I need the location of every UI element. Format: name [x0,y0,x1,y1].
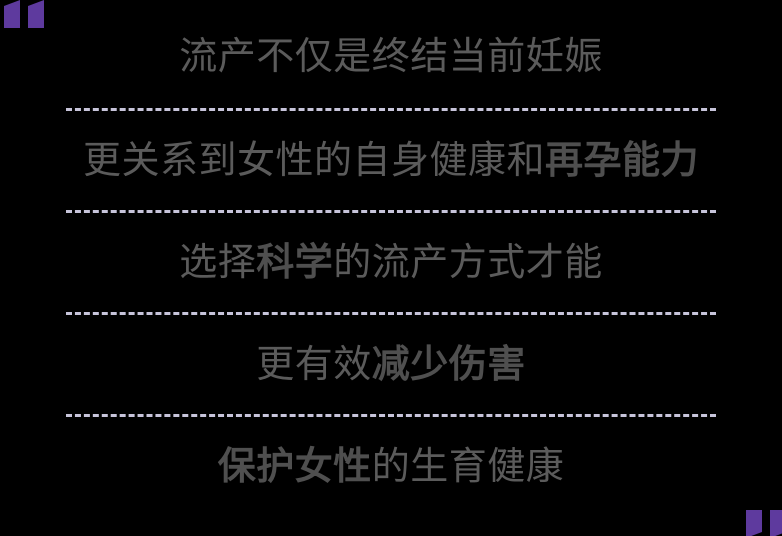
quote-segment: 流产不仅是终结当前妊娠 [179,34,603,79]
divider-rule [66,210,716,213]
divider-rule [66,312,716,315]
open-quote-icon [4,0,46,34]
quote-segment-emphasis: 科学 [256,239,334,284]
divider-rule [66,108,716,111]
quote-segment: 更关系到女性的自身健康和 [82,137,545,182]
quote-line-2-text: 更关系到女性的自身健康和再孕能力 [82,137,700,182]
quote-segment: 的生育健康 [371,443,565,488]
quote-line-3: 选择科学的流产方式才能 [0,221,782,304]
quote-line-4-text: 更有效减少伤害 [256,341,526,386]
quote-line-1-text: 流产不仅是终结当前妊娠 [179,34,603,79]
quote-segment: 更有效 [256,341,372,386]
quote-segment: 选择 [179,239,257,284]
quote-line-1: 流产不仅是终结当前妊娠 [0,14,782,100]
divider-2 [0,202,782,221]
close-quote-icon [744,504,782,536]
divider-3 [0,304,782,323]
quote-segment-emphasis: 再孕能力 [545,137,700,182]
quote-line-5: 保护女性的生育健康 [0,425,782,508]
divider-4 [0,406,782,425]
divider-rule [66,414,716,417]
quote-line-5-text: 保护女性的生育健康 [217,443,565,488]
quote-line-2: 更关系到女性的自身健康和再孕能力 [0,119,782,202]
quote-segment: 的流产方式才能 [333,239,603,284]
divider-1 [0,100,782,119]
quote-line-3-text: 选择科学的流产方式才能 [179,239,603,284]
quote-segment-emphasis: 保护女性 [217,443,372,488]
quote-line-4: 更有效减少伤害 [0,323,782,406]
quote-segment-emphasis: 减少伤害 [371,341,526,386]
